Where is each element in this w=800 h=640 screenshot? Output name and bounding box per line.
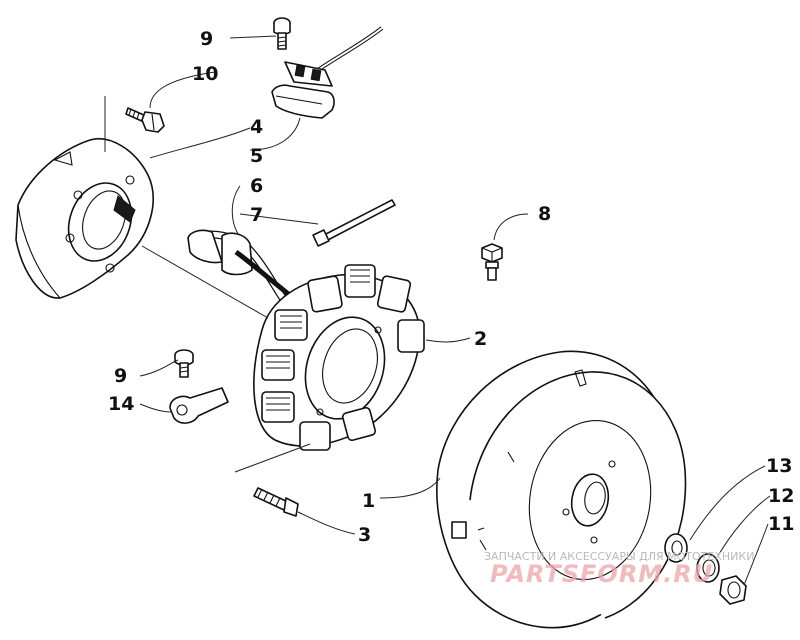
watermark: ЗАПЧАСТИ И АКСЕССУАРЫ ДЛЯ МОТОТЕХНИКИ PA… [484, 550, 754, 588]
part-lockwasher-12 [696, 553, 720, 583]
callout-13: 13 [766, 455, 792, 477]
callout-9-top: 9 [200, 28, 213, 50]
part-flywheel [436, 350, 687, 629]
callout-2: 2 [474, 328, 487, 350]
callout-8: 8 [538, 203, 551, 225]
watermark-tagline: ЗАПЧАСТИ И АКСЕССУАРЫ ДЛЯ МОТОТЕХНИКИ [484, 550, 754, 563]
part-cable-tie [312, 199, 396, 247]
callout-9-lower: 9 [114, 365, 127, 387]
watermark-logo: PARTSFORM.RU [490, 560, 713, 588]
part-stator [253, 264, 425, 451]
part-pickup-coil [271, 26, 384, 119]
part-ground-terminal [169, 387, 229, 424]
callout-labels: 1 2 3 4 5 6 7 8 9 9 10 11 12 13 14 [108, 28, 794, 546]
part-wire-harness [187, 229, 298, 303]
callout-1: 1 [362, 490, 375, 512]
part-washer-13 [664, 533, 688, 563]
callout-3: 3 [358, 524, 371, 546]
callout-5: 5 [250, 145, 263, 167]
callout-14: 14 [108, 393, 134, 415]
callout-10: 10 [192, 63, 218, 85]
callout-7: 7 [250, 204, 263, 226]
part-screw-9-lower [174, 349, 194, 378]
callout-4: 4 [250, 116, 263, 138]
callout-12: 12 [768, 485, 794, 507]
part-bolt-10 [125, 107, 165, 133]
part-nut-11 [719, 575, 747, 605]
part-stator-plate [15, 137, 154, 299]
callout-11: 11 [768, 513, 794, 535]
callout-6: 6 [250, 175, 263, 197]
part-bolt-8 [481, 243, 503, 281]
part-screw-3 [253, 487, 299, 517]
leader-lines [104, 35, 771, 586]
part-screw-9-top [273, 17, 291, 50]
